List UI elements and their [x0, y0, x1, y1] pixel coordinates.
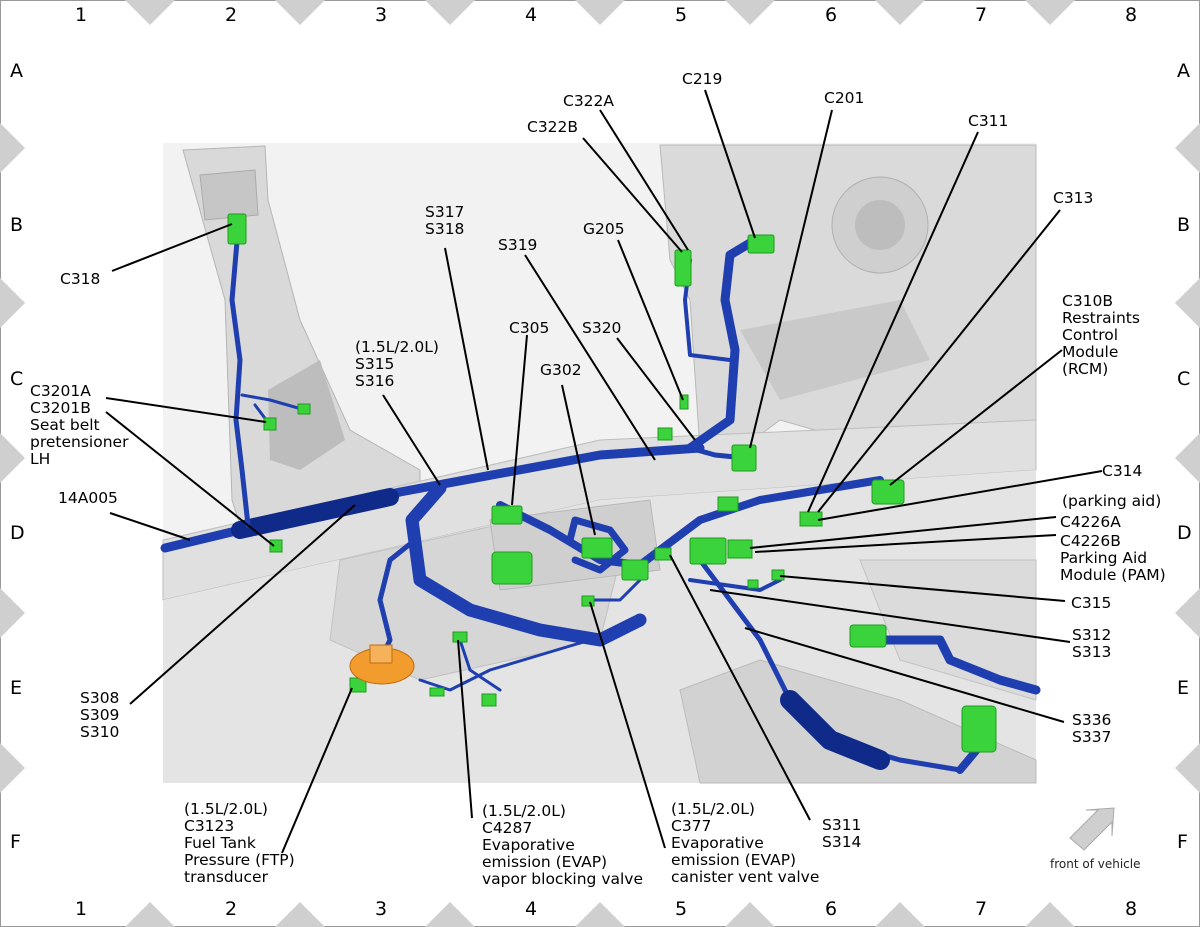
label-c219: C219: [682, 70, 723, 88]
fuel-tank-part: [349, 644, 415, 685]
grid-col-7-top: 7: [975, 4, 988, 26]
label-s320: S320: [582, 319, 622, 337]
vehicle-body-illustration: [162, 143, 1037, 784]
grid-row-a-left: A: [10, 60, 23, 82]
label-c4226a: C4226A: [1060, 513, 1121, 531]
grid-col-1-top: 1: [75, 4, 88, 26]
label-s312-s313: S312 S313: [1072, 626, 1112, 661]
label-c4226b-pam: C4226B Parking Aid Module (PAM): [1060, 532, 1166, 584]
leader-lines: [105, 89, 1103, 854]
grid-col-1-bottom: 1: [75, 898, 88, 920]
grid-col-5-bottom: 5: [675, 898, 688, 920]
label-c310b-rcm: C310B Restraints Control Module (RCM): [1062, 292, 1140, 378]
label-c322a: C322A: [563, 92, 615, 110]
label-s311-s314: S311 S314: [822, 816, 862, 851]
grid-row-b-right: B: [1177, 214, 1191, 236]
label-parking-aid: (parking aid): [1062, 492, 1162, 510]
grid-col-8-top: 8: [1125, 4, 1138, 26]
connectors: [227, 213, 997, 753]
label-c3201-seat-belt-pretensioner: C3201A C3201B Seat belt pretensioner LH: [30, 382, 129, 468]
label-c3123-ftp-transducer: (1.5L/2.0L) C3123 Fuel Tank Pressure (FT…: [184, 800, 295, 886]
wiring-harness: [160, 227, 1041, 774]
label-c315: C315: [1071, 594, 1112, 612]
grid-col-3-bottom: 3: [375, 898, 388, 920]
label-c318: C318: [60, 270, 101, 288]
front-of-vehicle-caption: front of vehicle: [1050, 857, 1141, 871]
grid-row-e-right: E: [1177, 677, 1190, 699]
label-c305: C305: [509, 319, 550, 337]
grid-row-a-right: A: [1177, 60, 1190, 82]
grid-row-c-left: C: [10, 368, 24, 390]
label-c314: C314: [1102, 462, 1143, 480]
grid-row-e-left: E: [10, 677, 23, 699]
label-c377-evap-canister-vent-valve: (1.5L/2.0L) C377 Evaporative emission (E…: [671, 800, 820, 886]
grid-row-d-left: D: [10, 522, 25, 544]
grid-col-3-top: 3: [375, 4, 388, 26]
grid-col-4-top: 4: [525, 4, 538, 26]
grid-col-4-bottom: 4: [525, 898, 538, 920]
grid-row-b-left: B: [10, 214, 24, 236]
label-c311: C311: [968, 112, 1009, 130]
grid-row-f-right: F: [1177, 831, 1188, 853]
label-g205: G205: [583, 220, 625, 238]
grid-row-c-right: C: [1177, 368, 1191, 390]
label-c313: C313: [1053, 189, 1094, 207]
grid-col-2-bottom: 2: [225, 898, 238, 920]
label-s319: S319: [498, 236, 538, 254]
grid-col-6-top: 6: [825, 4, 838, 26]
label-c4287-evap-vapor-blocking-valve: (1.5L/2.0L) C4287 Evaporative emission (…: [482, 802, 644, 888]
grid-row-d-right: D: [1177, 522, 1192, 544]
label-s317-s318: S317 S318: [425, 203, 465, 238]
grid-col-6-bottom: 6: [825, 898, 838, 920]
label-c201: C201: [824, 89, 865, 107]
label-14a005: 14A005: [58, 489, 118, 507]
grid-col-7-bottom: 7: [975, 898, 988, 920]
front-arrow-icon: [1069, 807, 1115, 851]
grid-col-8-bottom: 8: [1125, 898, 1138, 920]
grid-row-f-left: F: [10, 831, 21, 853]
label-s336-s337: S336 S337: [1072, 711, 1112, 746]
label-s315-s316: (1.5L/2.0L) S315 S316: [355, 338, 439, 390]
label-s308-s310: S308 S309 S310: [80, 689, 120, 741]
label-c322b: C322B: [527, 118, 579, 136]
label-g302: G302: [540, 361, 582, 379]
grid-col-2-top: 2: [225, 4, 238, 26]
grid-col-5-top: 5: [675, 4, 688, 26]
